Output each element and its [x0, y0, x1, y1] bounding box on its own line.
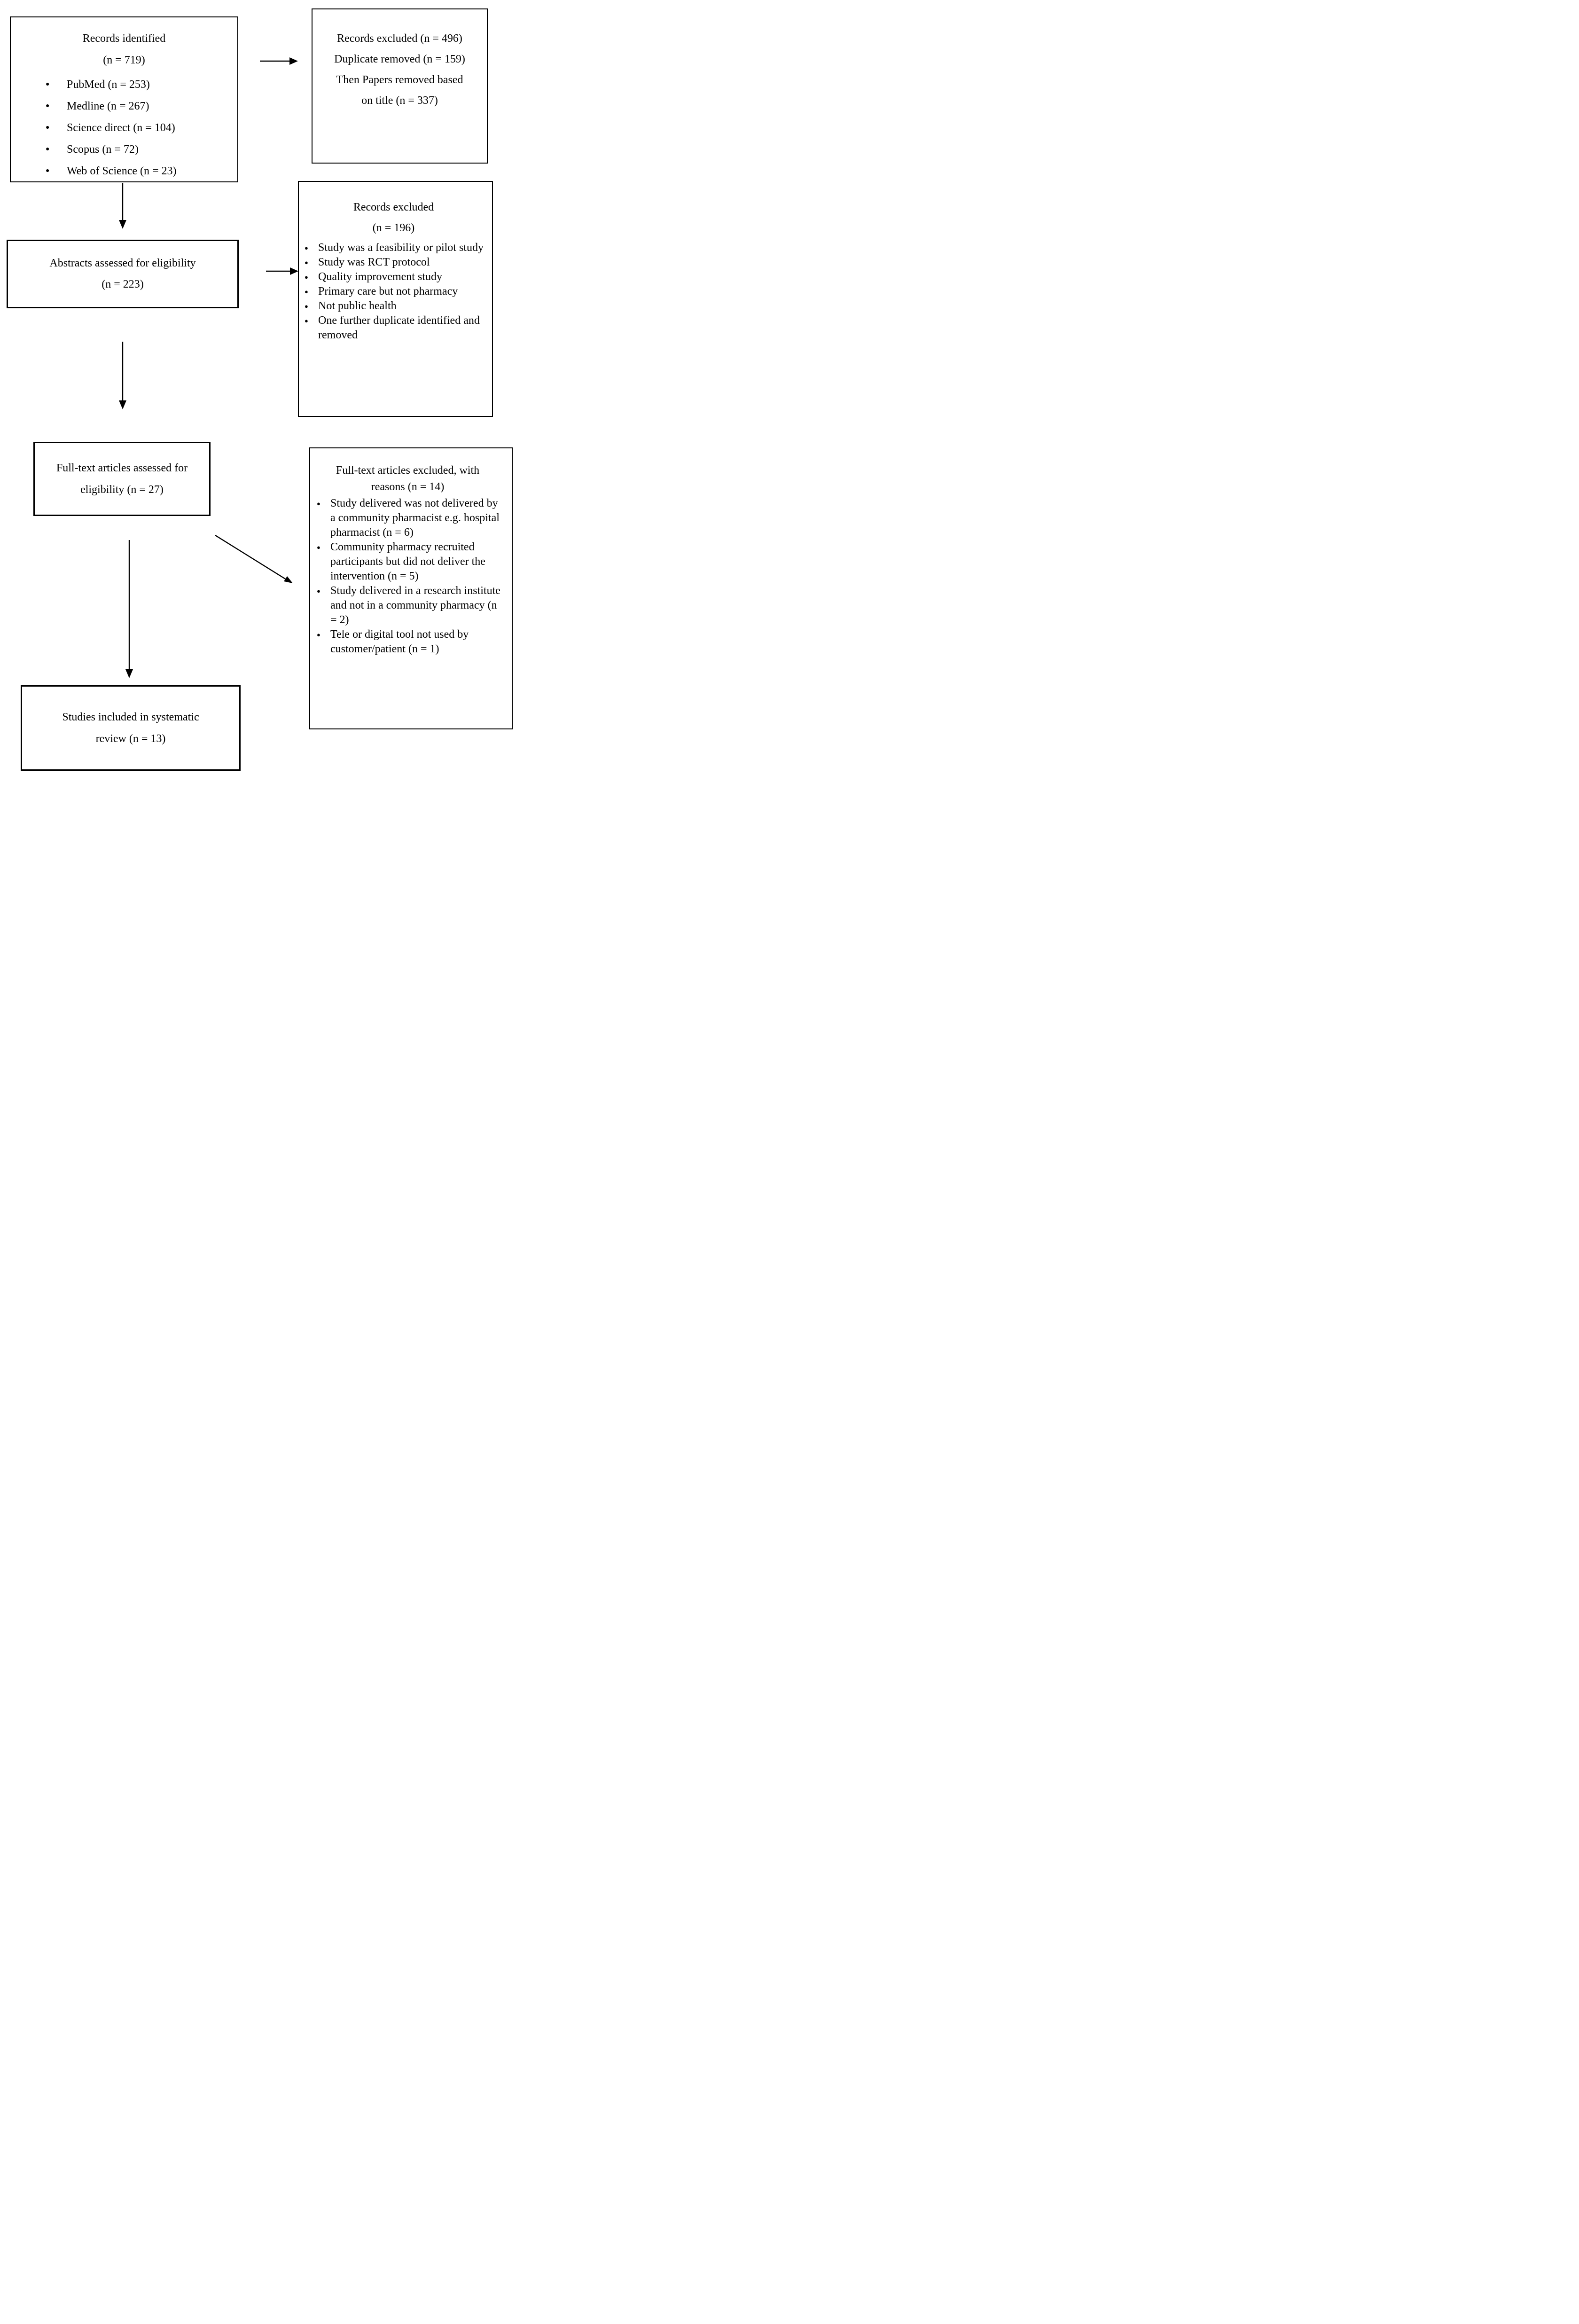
- box-records-excluded-titles: Records excluded (n = 496) Duplicate remo…: [312, 8, 488, 164]
- records-excluded-titles-lines: Records excluded (n = 496) Duplicate remo…: [314, 28, 485, 111]
- records-excluded-abstracts-reason-list: Study was a feasibility or pilot studySt…: [303, 241, 485, 343]
- box-text-line: Full-text articles excluded, with: [336, 464, 480, 477]
- reason-item: Primary care but not pharmacy: [303, 284, 485, 299]
- box-text-line: Studies included in systematic: [62, 711, 199, 723]
- source-item: Web of Science (n = 23): [11, 160, 237, 182]
- box-text-line: Records excluded (n = 496): [337, 32, 462, 45]
- source-item: Medline (n = 267): [11, 95, 237, 117]
- reason-item: Community pharmacy recruited participant…: [315, 540, 500, 584]
- arrow-identified-to-title-excluded: [260, 57, 298, 65]
- arrow-fulltext-to-included: [125, 540, 133, 678]
- fulltext-assessed-lines: Full-text articles assessed for eligibili…: [56, 457, 188, 501]
- box-text-line: Abstracts assessed for eligibility: [49, 257, 196, 269]
- reason-item: One further duplicate identified and rem…: [303, 313, 485, 343]
- box-records-excluded-abstracts: Records excluded (n = 196) Study was a f…: [298, 181, 493, 417]
- reason-item: Not public health: [303, 299, 485, 313]
- fulltext-excluded-title-lines: Full-text articles excluded, with reasons…: [315, 462, 500, 495]
- records-excluded-abstracts-title: Records excluded: [353, 201, 434, 213]
- records-identified-source-list: PubMed (n = 253)Medline (n = 267)Science…: [11, 74, 237, 182]
- source-item: Scopus (n = 72): [11, 139, 237, 160]
- reason-item: Study was RCT protocol: [303, 255, 485, 270]
- box-abstracts-assessed: Abstracts assessed for eligibility (n = 2…: [7, 240, 239, 308]
- records-excluded-abstracts-count: (n = 196): [372, 222, 415, 234]
- reason-item: Study delivered in a research institute …: [315, 584, 500, 627]
- box-text-line: Then Papers removed based: [336, 74, 463, 86]
- reason-item: Tele or digital tool not used by custome…: [315, 627, 500, 657]
- reason-item: Study delivered was not delivered by a c…: [315, 496, 500, 540]
- box-fulltext-assessed: Full-text articles assessed for eligibili…: [33, 442, 211, 516]
- box-text-line: (n = 223): [102, 278, 144, 290]
- box-text-line: Full-text articles assessed for: [56, 462, 188, 474]
- box-studies-included: Studies included in systematic review (n …: [21, 685, 241, 771]
- box-text-line: review (n = 13): [95, 733, 166, 745]
- box-fulltext-excluded: Full-text articles excluded, with reasons…: [309, 447, 513, 729]
- arrow-fulltext-to-fulltext-excluded: [215, 534, 293, 583]
- fulltext-excluded-reason-list: Study delivered was not delivered by a c…: [315, 496, 500, 657]
- arrow-identified-to-abstracts: [119, 183, 126, 229]
- box-records-identified: Records identified (n = 719) PubMed (n =…: [10, 16, 238, 182]
- box-text-line: eligibility (n = 27): [80, 484, 164, 496]
- box-text-line: on title (n = 337): [361, 94, 438, 107]
- reason-item: Quality improvement study: [303, 270, 485, 284]
- records-identified-count: (n = 719): [103, 54, 145, 66]
- records-identified-title: Records identified: [82, 32, 166, 45]
- reason-item: Study was a feasibility or pilot study: [303, 241, 485, 255]
- arrow-abstracts-to-abstract-excluded: [266, 267, 298, 275]
- prisma-flow-diagram: Records identified (n = 719) PubMed (n =…: [0, 0, 526, 775]
- abstracts-assessed-lines: Abstracts assessed for eligibility (n = 2…: [49, 253, 195, 295]
- box-text-line: reasons (n = 14): [371, 481, 445, 493]
- box-text-line: Duplicate removed (n = 159): [334, 53, 465, 65]
- studies-included-lines: Studies included in systematic review (n …: [62, 706, 199, 750]
- source-item: PubMed (n = 253): [11, 74, 237, 95]
- arrow-abstracts-to-fulltext: [119, 342, 126, 409]
- source-item: Science direct (n = 104): [11, 117, 237, 139]
